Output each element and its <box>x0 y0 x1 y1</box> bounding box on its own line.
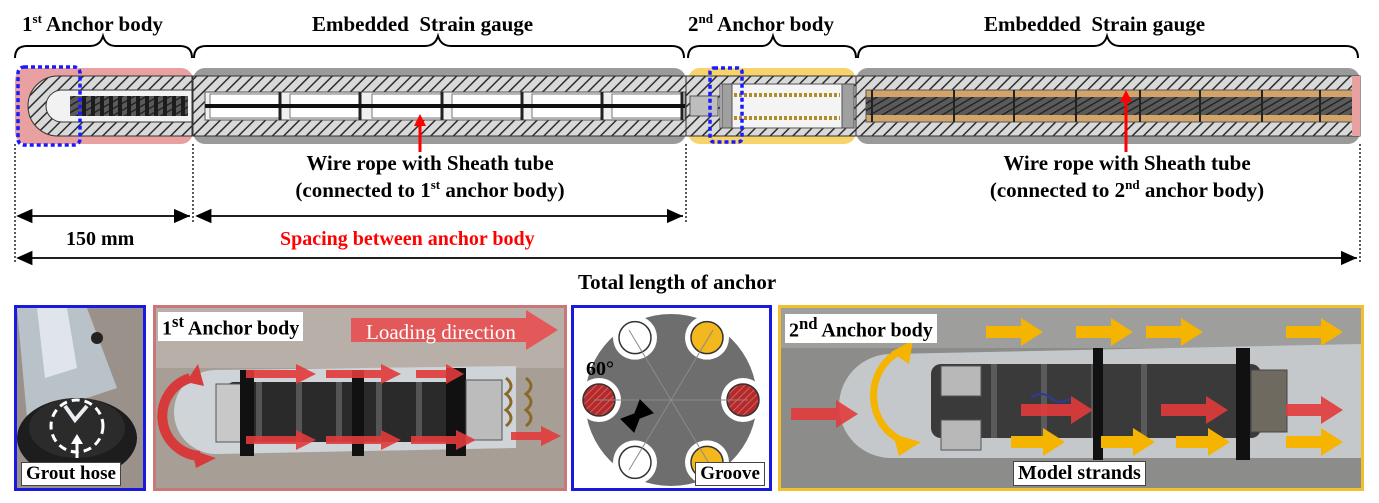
brace-gauge2 <box>857 32 1359 59</box>
wire1-caption-line2: (connected to 1st anchor body) <box>295 177 565 202</box>
groove-section-panel: 60° Groove <box>571 305 772 491</box>
model-strands-caption: Model strands <box>1013 461 1146 486</box>
wire2-caption-line2: (connected to 2nd anchor body) <box>989 177 1265 202</box>
wire1-caption: Wire rope with Sheath tube (connected to… <box>250 150 610 204</box>
groove-section-diagram <box>577 314 765 486</box>
groove-caption: Groove <box>695 462 765 486</box>
extension-lines <box>14 144 1361 262</box>
anchor-schematic <box>14 32 1361 266</box>
anchor1-label: 1st Anchor body <box>22 11 163 36</box>
anchor2-photo-title: 2nd Anchor body <box>785 314 937 343</box>
groove-highlight-box <box>708 66 744 144</box>
anchor1-photo-title: 1st Anchor body <box>158 312 304 341</box>
dim-150-label: 150 mm <box>66 228 135 250</box>
wire2-caption-line1: Wire rope with Sheath tube <box>1003 151 1251 175</box>
gauge1-label: Embedded Strain gauge <box>312 12 534 36</box>
anchor1-photo-panel: 1st Anchor body Loading direction <box>153 305 567 491</box>
gauge2-label: Embedded Strain gauge <box>984 12 1206 36</box>
wire1-caption-line1: Wire rope with Sheath tube <box>306 151 554 175</box>
anchor2-photo-panel: 2nd Anchor body Model strands <box>778 305 1364 491</box>
brace-anchor2 <box>687 32 857 59</box>
total-length-label: Total length of anchor <box>578 270 777 294</box>
brace-anchor1 <box>14 32 193 59</box>
wire2-caption: Wire rope with Sheath tube (connected to… <box>950 150 1304 204</box>
grout-hose-caption: Grout hose <box>21 462 121 486</box>
grout-highlight-box <box>16 65 82 147</box>
grout-hose-photo <box>17 308 143 488</box>
grout-hose-panel: Grout hose <box>14 305 146 491</box>
loading-direction-label: Loading direction <box>366 320 516 344</box>
angle-label: 60° <box>586 358 614 380</box>
brace-gauge1 <box>193 32 685 59</box>
anchor2-label: 2nd Anchor body <box>688 11 834 36</box>
spacing-label: Spacing between anchor body <box>280 228 535 250</box>
